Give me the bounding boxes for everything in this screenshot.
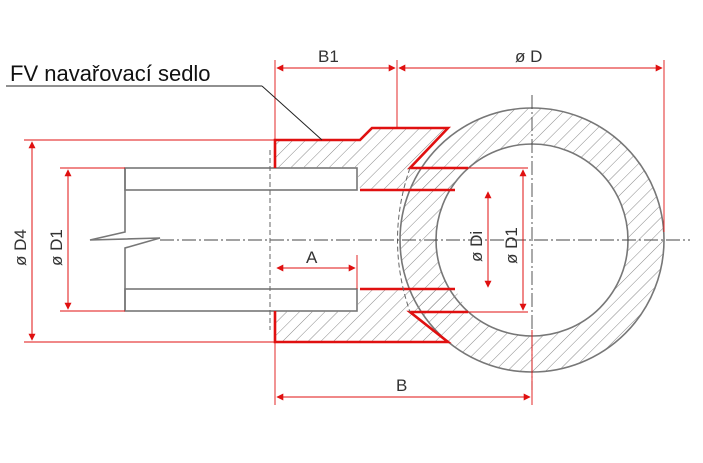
saddle-top (275, 128, 468, 190)
label-d1-left: ø D1 (47, 229, 66, 266)
drawing-title: FV navařovací sedlo (10, 61, 211, 86)
label-b: B (396, 376, 407, 395)
label-d: ø D (515, 47, 542, 66)
label-d4: ø D4 (11, 229, 30, 266)
tube-break-line (89, 168, 161, 311)
saddle-bottom-outline (273, 287, 468, 344)
title-leader (261, 85, 323, 141)
saddle-bottom (275, 289, 468, 342)
label-a: A (306, 248, 318, 267)
label-b1: B1 (318, 47, 339, 66)
tube-wall-top (124, 167, 358, 191)
label-d1-right: ø D1 (502, 227, 521, 264)
tube-wall-bottom (124, 288, 358, 312)
label-di: ø Di (467, 231, 486, 262)
